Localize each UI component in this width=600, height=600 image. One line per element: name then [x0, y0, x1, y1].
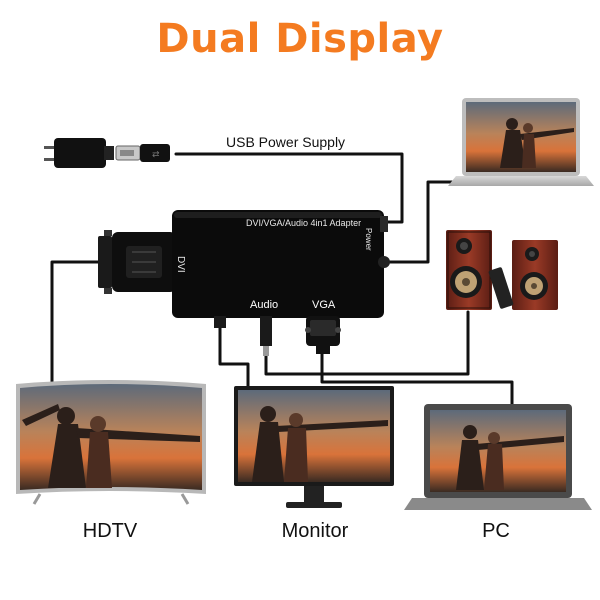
laptop-top-icon [448, 98, 594, 186]
pc-laptop-icon [404, 404, 592, 510]
speakers-icon [446, 230, 558, 310]
adapter-name-label: DVI/VGA/Audio 4in1 Adapter [246, 218, 361, 228]
hdtv-icon [16, 380, 206, 505]
power-port-label: Power [364, 228, 373, 251]
audio-port-label: Audio [250, 299, 278, 311]
laptop-input-cable [378, 180, 472, 264]
adapter-box [172, 210, 390, 318]
dvi-connector-icon [98, 230, 176, 294]
dvi-cable [50, 260, 122, 390]
hdtv-label: HDTV [82, 520, 138, 542]
pc-label: PC [482, 520, 510, 542]
vga-plug-icon [305, 316, 341, 354]
page-title: Dual Display [156, 16, 444, 62]
monitor-label: Monitor [281, 520, 349, 542]
vga-to-pc-cable [320, 342, 514, 408]
dvi-port-label: DVI [175, 256, 186, 273]
monitor-icon [234, 386, 394, 508]
usb-power-supply-label: USB Power Supply [226, 134, 346, 150]
audio-to-speakers-cable [264, 310, 470, 376]
svg-text:⇄: ⇄ [152, 150, 160, 160]
usb-power-cable [174, 152, 404, 224]
vga-to-monitor-cable [218, 320, 250, 390]
vga-port-label: VGA [312, 299, 336, 311]
usb-wall-charger-icon: ⇄ [44, 138, 170, 168]
audio-jack-icon [214, 316, 272, 356]
